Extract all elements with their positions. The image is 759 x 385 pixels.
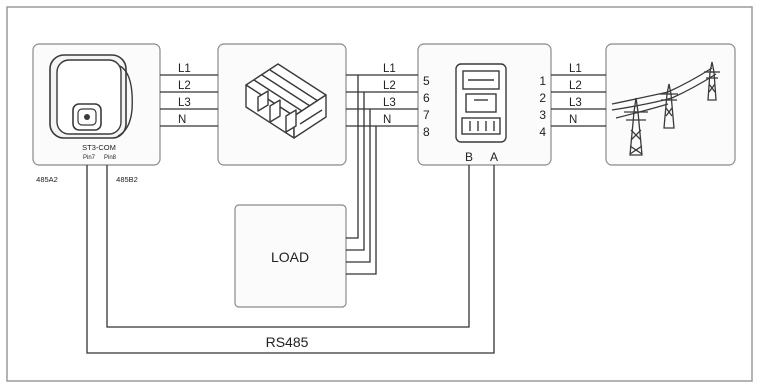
meter-terminal-1: 1 xyxy=(539,74,546,88)
conductor-label: L2 xyxy=(569,80,582,92)
meter-terminal-2: 2 xyxy=(539,91,546,105)
meter-terminal-8: 8 xyxy=(423,125,430,139)
conductor-labels-inverter-side: L1 L2 L3 N xyxy=(178,63,191,126)
conductor-label: L1 xyxy=(383,63,396,75)
meter-terminal-6: 6 xyxy=(423,91,430,105)
inverter-pin-label-a: 485A2 xyxy=(36,175,58,184)
inverter-port-label-1: Pin7 xyxy=(83,155,96,161)
phase-wires xyxy=(160,74,606,275)
breaker-block xyxy=(217,43,347,166)
load-label: LOAD xyxy=(271,249,309,265)
inverter-device-label: ST3-COM xyxy=(82,143,116,152)
conductor-label: L3 xyxy=(569,97,582,109)
conductor-label: L2 xyxy=(178,80,191,92)
conductor-label: L1 xyxy=(569,63,582,75)
meter-terminal-5: 5 xyxy=(423,74,430,88)
meter-terminal-7: 7 xyxy=(423,108,430,122)
conductor-labels-meter-side: L1 L2 L3 N xyxy=(383,63,396,126)
meter-terminal-b: B xyxy=(465,150,473,164)
circuit-breaker-icon xyxy=(245,63,327,139)
conductor-label: L3 xyxy=(178,97,191,109)
load-block: LOAD xyxy=(234,204,347,308)
conductor-label: L2 xyxy=(383,80,396,92)
power-pylon-icon xyxy=(611,61,720,156)
meter-terminal-4: 4 xyxy=(539,125,546,139)
energy-meter-icon xyxy=(455,63,507,143)
inverter-icon xyxy=(49,54,133,139)
meter-terminal-3: 3 xyxy=(539,108,546,122)
inverter-pin-label-b: 485B2 xyxy=(116,175,138,184)
inverter-block: ST3-COM Pin7 Pin8 xyxy=(32,43,161,166)
inverter-port-label-2: Pin8 xyxy=(104,155,117,161)
conductor-label: N xyxy=(569,114,577,126)
conductor-labels-grid-side: L1 L2 L3 N xyxy=(569,63,582,126)
rs485-label: RS485 xyxy=(266,334,309,350)
rs485-wires xyxy=(86,165,495,354)
conductor-label: N xyxy=(178,114,186,126)
meter-terminal-a: A xyxy=(490,150,498,164)
grid-block xyxy=(605,43,736,166)
conductor-label: L3 xyxy=(383,97,396,109)
conductor-label: N xyxy=(383,114,391,126)
conductor-label: L1 xyxy=(178,63,191,75)
meter-block: 5 6 7 8 1 2 3 4 B A xyxy=(417,43,552,166)
